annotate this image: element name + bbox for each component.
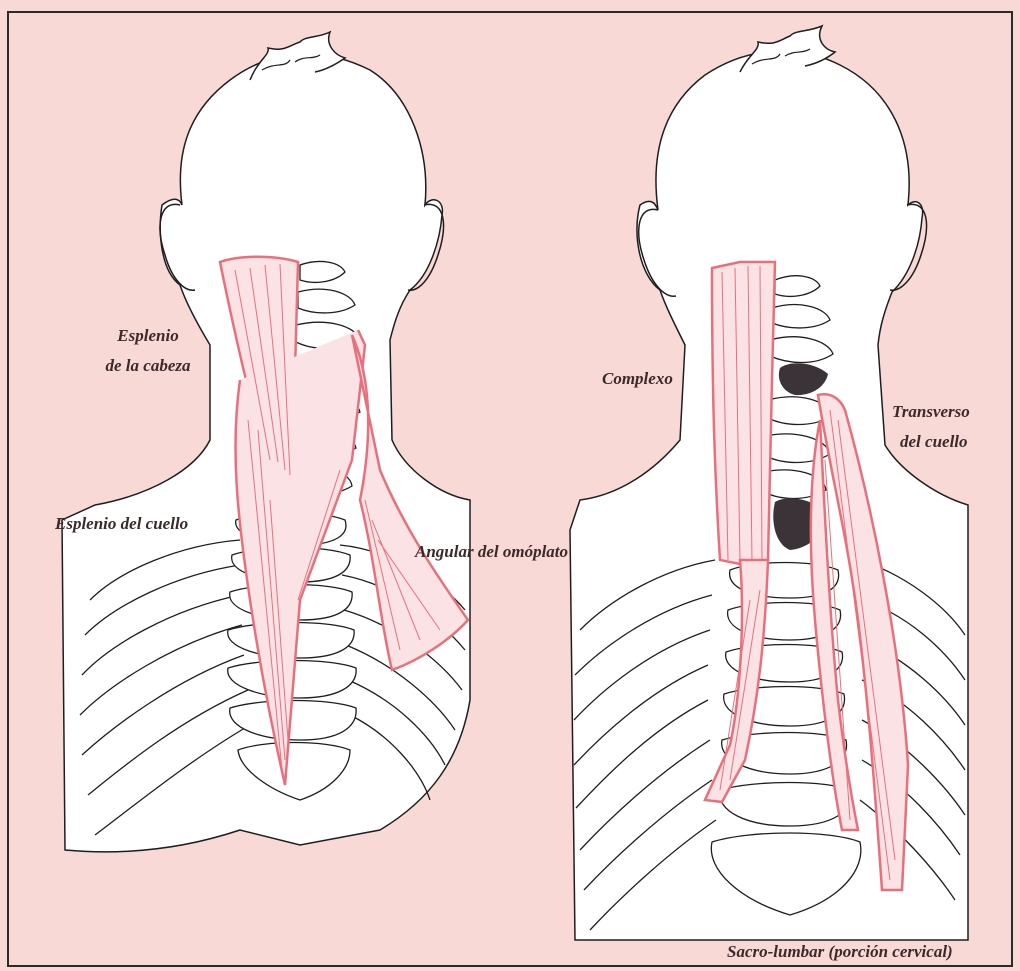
- label-esplenio-cabeza-line1: Esplenio: [78, 322, 218, 350]
- complexo-muscle: [712, 262, 775, 565]
- label-complexo: Complexo: [602, 365, 673, 393]
- label-transverso-line1: Transverso: [892, 398, 970, 426]
- label-esplenio-cabeza-line2: de la cabeza: [78, 352, 218, 380]
- label-sacro-lumbar: Sacro-lumbar (porción cervical): [727, 938, 953, 966]
- label-esplenio-cuello: Esplenio del cuello: [55, 510, 188, 538]
- label-angular-omoplato: Angular del omóplato: [415, 538, 568, 566]
- label-transverso-line2: del cuello: [900, 428, 968, 456]
